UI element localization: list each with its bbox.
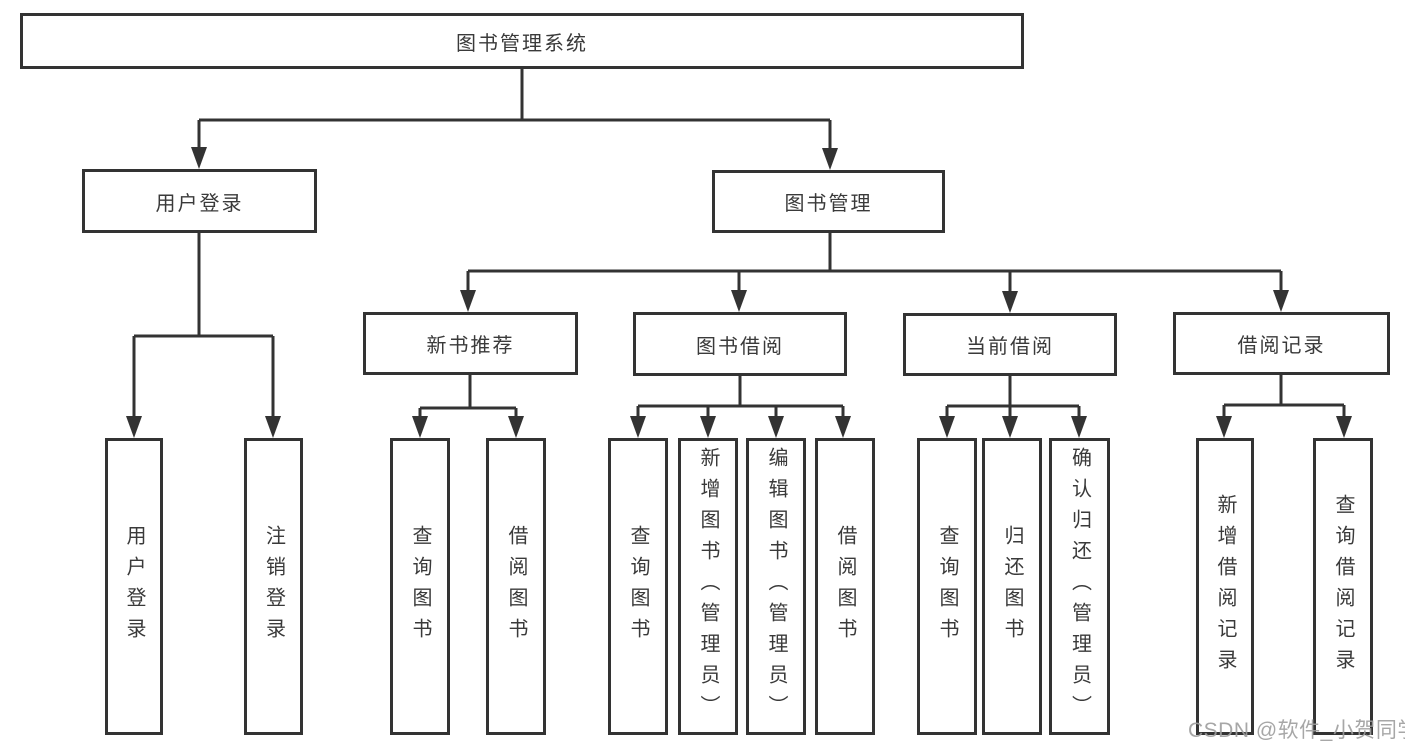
leaf-query-books: 查询图书: [917, 438, 977, 735]
leaf-edit-books-admin: 编辑图书（管理员）: [746, 438, 806, 735]
node-user-login: 用户登录: [82, 169, 317, 233]
leaf-add-books-admin: 新增图书（管理员）: [678, 438, 738, 735]
leaf-borrow-books: 借阅图书: [486, 438, 546, 735]
node-label: 借阅记录: [1237, 335, 1326, 357]
node-label: 图书管理系统: [456, 32, 588, 55]
connector-recommend-to-leaves: [412, 375, 524, 438]
leaf-query-books: 查询图书: [390, 438, 450, 735]
node-new-book-recommend: 新书推荐: [363, 312, 578, 375]
connector-records-to-leaves: [1216, 375, 1352, 438]
node-label: 当前借阅: [966, 336, 1054, 358]
connector-root-to-level2: [191, 69, 838, 170]
leaf-query-borrow-record: 查询借阅记录: [1313, 438, 1373, 735]
leaf-confirm-return-admin: 确认归还（管理员）: [1049, 438, 1110, 735]
leaf-return-books: 归还图书: [982, 438, 1042, 735]
node-borrow-records: 借阅记录: [1173, 312, 1390, 375]
leaf-user-login: 用户登录: [105, 438, 163, 735]
csdn-watermark: CSDN @软件_小贺同学: [1188, 719, 1405, 742]
leaf-add-borrow-record: 新增借阅记录: [1196, 438, 1254, 735]
node-library-system: 图书管理系统: [20, 13, 1024, 69]
node-label: 图书借阅: [696, 335, 784, 358]
connector-borrow-to-leaves: [630, 376, 851, 438]
node-label: 新书推荐: [426, 335, 515, 357]
leaf-borrow-books: 借阅图书: [815, 438, 875, 735]
leaf-logout: 注销登录: [244, 438, 303, 735]
connector-management-to-level3: [460, 233, 1289, 313]
leaf-query-books: 查询图书: [608, 438, 668, 735]
connector-login-to-leaves: [126, 233, 281, 438]
connector-current-to-leaves: [939, 376, 1087, 438]
node-label: 图书管理: [784, 193, 873, 215]
node-book-borrow: 图书借阅: [633, 312, 847, 376]
node-book-management: 图书管理: [712, 170, 945, 233]
node-label: 用户登录: [155, 192, 244, 215]
node-current-borrow: 当前借阅: [903, 313, 1117, 376]
